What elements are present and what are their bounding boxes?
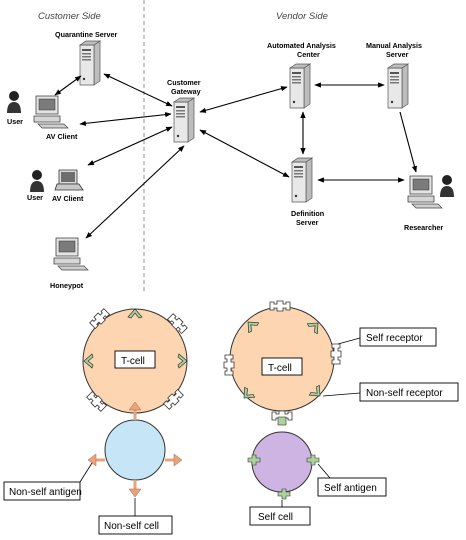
self-cell <box>251 431 313 493</box>
tcell-right-label: T-cell <box>268 363 292 374</box>
arrow-honeypot-gateway <box>85 145 185 239</box>
user1-person-icon <box>7 91 21 113</box>
arrow-user1-gateway <box>79 112 172 126</box>
user2-label: User <box>27 193 43 202</box>
av-client1-label: AV Client <box>46 132 78 141</box>
nonself-cell-box <box>98 515 173 535</box>
self-antigen-label: Self antigen <box>324 483 377 494</box>
customer-gateway-label-1: Customer <box>167 78 201 87</box>
researcher-person-icon <box>440 175 454 197</box>
self-receptor-icon <box>269 300 291 312</box>
tcell-right-label-box <box>261 357 303 376</box>
nonself-receptor-leader <box>322 392 361 397</box>
customer-gateway-label-2: Gateway <box>171 87 201 96</box>
self-cell-label: Self cell <box>258 512 293 523</box>
honeypot-computer-icon <box>53 237 89 271</box>
self-antigen-icon <box>277 488 291 500</box>
bound-self-antigen <box>277 416 287 426</box>
definition-server-icon <box>291 157 313 203</box>
self-receptor-icon <box>330 343 342 365</box>
customer-side-title: Customer Side <box>38 11 101 22</box>
automated-analysis-label-2: Center <box>297 50 320 59</box>
honeypot-label: Honeypot <box>50 281 84 290</box>
automated-analysis-label-1: Automated Analysis <box>267 41 336 50</box>
nonself-receptor-box <box>359 382 459 402</box>
self-cell-box <box>249 506 311 526</box>
self-antigen-icon <box>247 454 261 466</box>
nonself-receptor-label: Non-self receptor <box>366 388 443 399</box>
arrow-gateway-definition <box>199 129 290 178</box>
definition-server-label-1: Definition <box>291 209 324 218</box>
manual-analysis-server-icon <box>387 63 409 109</box>
user2-person-icon <box>30 170 44 192</box>
arrow-quarantine-user1 <box>54 75 82 96</box>
nonself-cell-label: Non-self cell <box>104 521 159 532</box>
self-receptor-box <box>359 327 437 347</box>
researcher-computer-icon <box>407 175 443 209</box>
tcell-left-label-box <box>114 350 156 369</box>
self-antigen-leader <box>317 463 331 479</box>
self-antigen-box <box>317 477 387 497</box>
researcher-label: Researcher <box>404 223 443 232</box>
self-antigen-icon <box>306 454 320 466</box>
arrow-user2-gateway <box>87 126 173 166</box>
quarantine-server-icon <box>79 40 101 86</box>
automated-analysis-server-icon <box>289 63 311 109</box>
self-receptor-leader <box>337 337 361 345</box>
quarantine-server-label: Quarantine Server <box>55 30 118 39</box>
user1-label: User <box>7 117 23 126</box>
vendor-side-title: Vendor Side <box>276 11 328 22</box>
definition-server-label-2: Server <box>296 218 319 227</box>
nonself-cell <box>104 419 166 481</box>
user1-computer-icon <box>33 95 69 129</box>
self-receptor-icon <box>223 354 235 376</box>
manual-analysis-label-1: Manual Analysis <box>366 41 422 50</box>
manual-analysis-label-2: Server <box>386 50 409 59</box>
self-receptor-label: Self receptor <box>366 333 423 344</box>
arrow-manual-researcher <box>399 111 418 173</box>
nonself-antigen-leader <box>79 462 93 483</box>
customer-gateway-icon <box>173 97 195 143</box>
arrow-quarantine-gateway <box>103 73 173 107</box>
nonself-antigen-label: Non-self antigen <box>9 487 82 498</box>
nonself-antigen-box <box>3 481 81 501</box>
av-client2-label: AV Client <box>52 194 84 203</box>
arrow-gateway-automated <box>199 86 288 113</box>
tcell-left-label: T-cell <box>121 356 145 367</box>
user2-laptop-icon <box>54 169 84 191</box>
